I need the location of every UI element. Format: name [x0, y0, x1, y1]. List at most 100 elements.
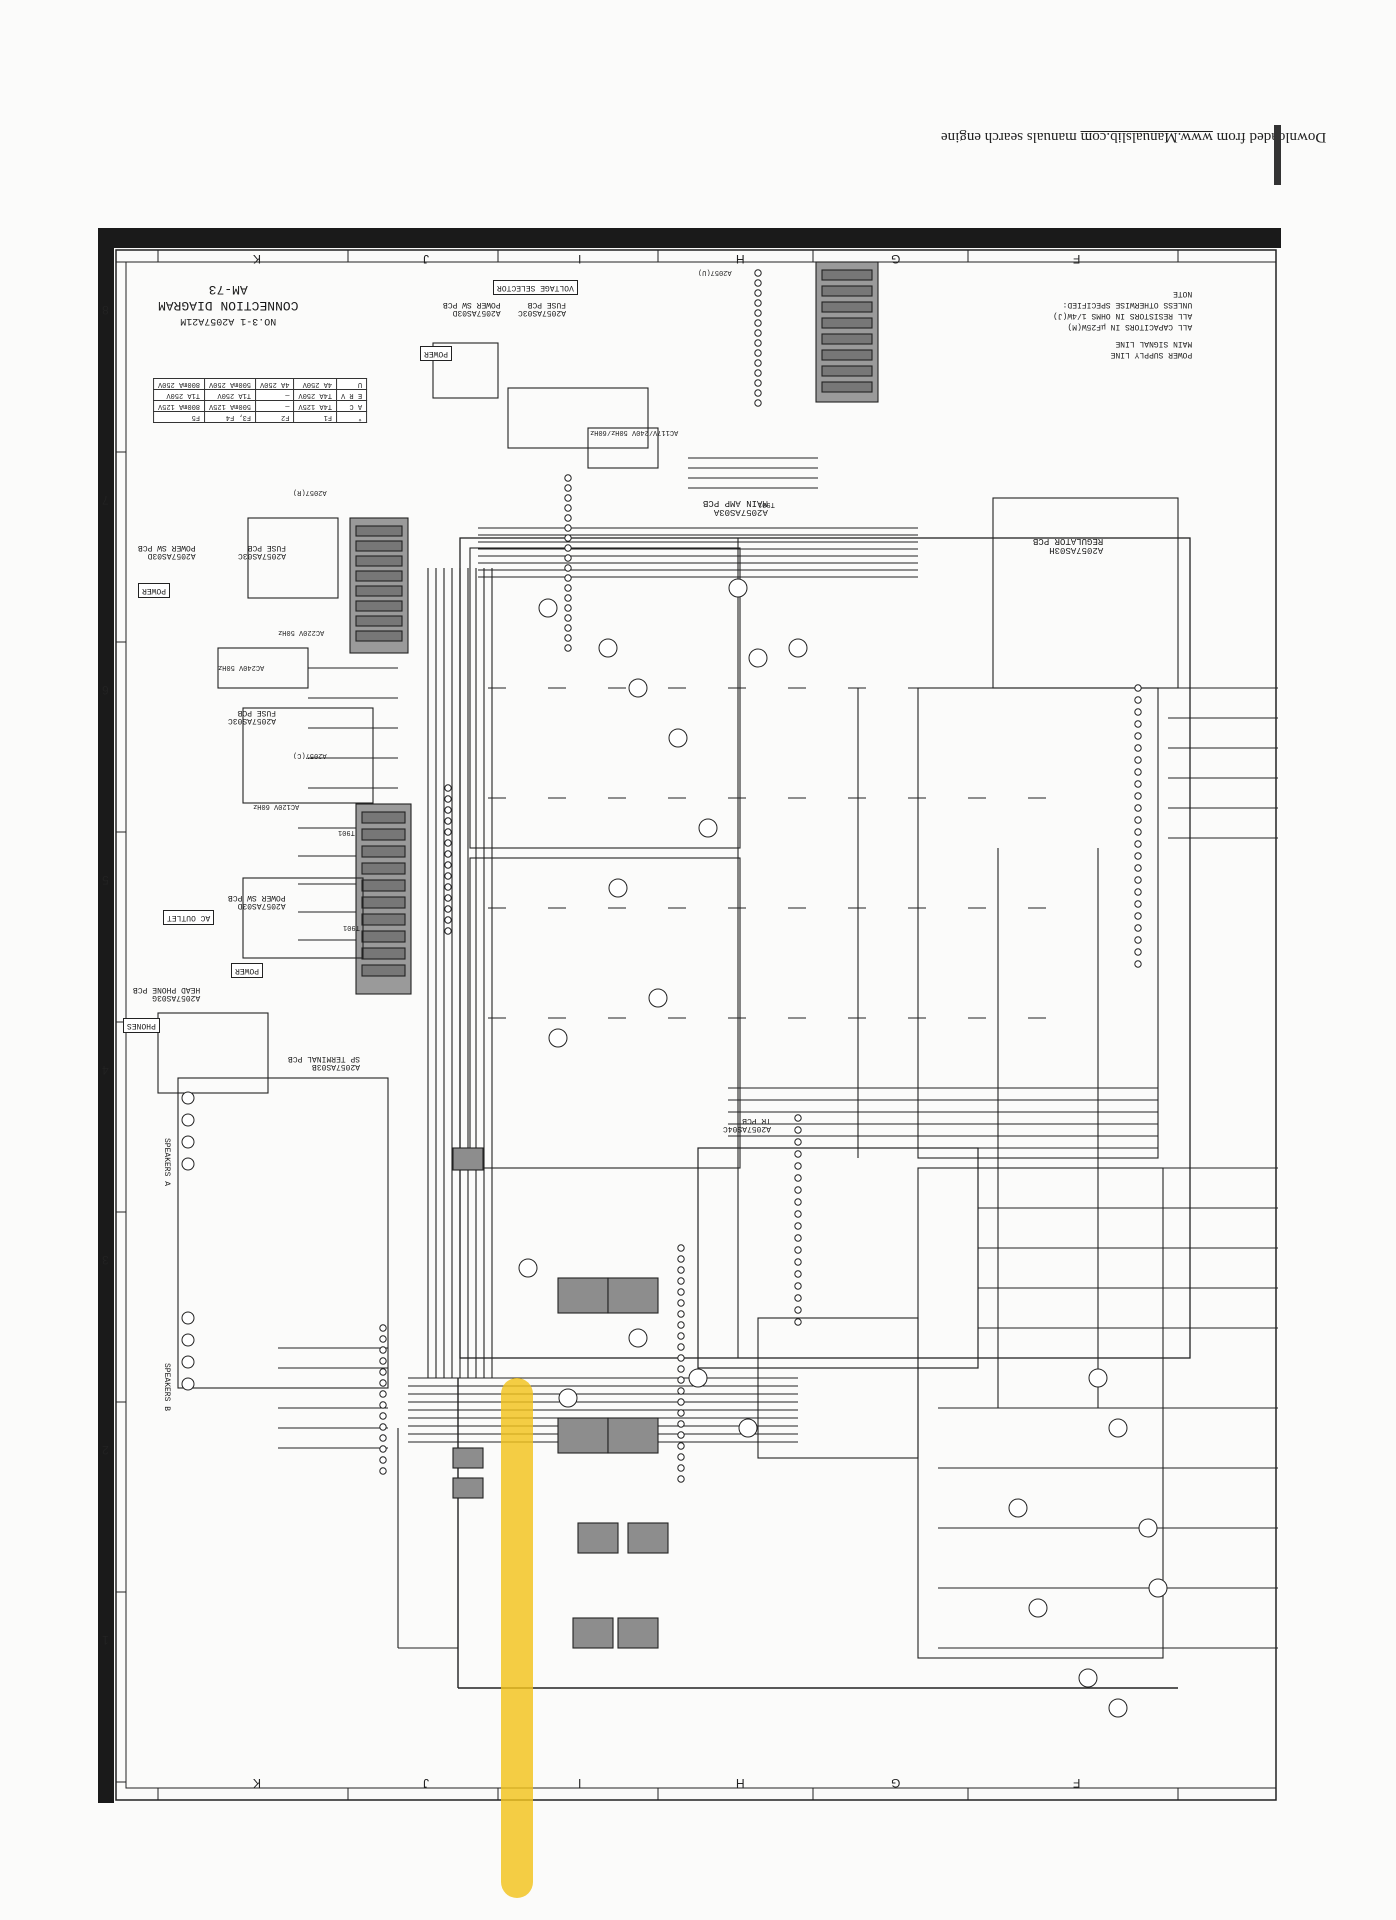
output-device: [627, 1522, 669, 1554]
transformer-winding: [355, 540, 403, 552]
connector-pin: [794, 1234, 802, 1242]
transistor: [688, 1368, 708, 1388]
transformer-winding: [821, 381, 873, 393]
connector-pin: [444, 784, 452, 792]
grid-number-7: 7: [102, 493, 109, 507]
head-phone-pcb: [157, 1012, 269, 1094]
ref-c: A2057(C): [293, 751, 327, 759]
transistor: [1108, 1698, 1128, 1718]
header-site-link[interactable]: www.Manualslib.com: [1080, 129, 1213, 145]
connector-pin: [564, 504, 572, 512]
transformer-winding: [821, 301, 873, 313]
power-switch-label-top: POWER: [420, 346, 453, 361]
connector-pin: [1134, 924, 1142, 932]
connector-pin: [794, 1174, 802, 1182]
connector-pin: [794, 1294, 802, 1302]
connector-pin: [444, 839, 452, 847]
transistor: [648, 988, 668, 1008]
transformer-winding: [821, 317, 873, 329]
transistor: [1088, 1368, 1108, 1388]
connector-pin: [564, 494, 572, 502]
transistor: [1138, 1518, 1158, 1538]
transistor: [698, 818, 718, 838]
connector-pin: [677, 1266, 685, 1274]
speaker-terminal-a: [181, 1113, 195, 1127]
connector-pin: [754, 309, 762, 317]
connector-pin: [444, 872, 452, 880]
connector-pin: [564, 544, 572, 552]
connector-pin: [677, 1409, 685, 1417]
connector-pin: [1134, 744, 1142, 752]
power-sw-pcb-mid: [217, 647, 309, 689]
connector-pin: [794, 1210, 802, 1218]
fuse-pcb-low: [242, 707, 374, 804]
connector-pin: [677, 1398, 685, 1406]
speaker-terminal-a: [181, 1157, 195, 1171]
connector-pin: [564, 524, 572, 532]
transistor: [1078, 1668, 1098, 1688]
transistor: [558, 1388, 578, 1408]
connector-pin: [444, 795, 452, 803]
fuse-table-cell: F1: [293, 411, 337, 423]
fuse-table-cell: —: [255, 400, 294, 412]
transformer-winding: [361, 913, 406, 926]
connector-pin: [1134, 720, 1142, 728]
speaker-terminal-b: [181, 1311, 195, 1325]
connector-pin: [379, 1456, 387, 1464]
connector-pin: [444, 894, 452, 902]
transformer-winding: [355, 600, 403, 612]
transformer-winding: [361, 845, 406, 858]
output-device: [557, 1277, 609, 1314]
grid-letter-i: I: [578, 252, 582, 266]
connector-pin: [794, 1198, 802, 1206]
power-switch-label-low: POWER: [231, 963, 264, 978]
connector-pin: [754, 379, 762, 387]
speaker-terminal-b: [181, 1355, 195, 1369]
connector-pin: [677, 1244, 685, 1252]
connector-pin: [1134, 888, 1142, 896]
output-stage-left: [469, 547, 741, 849]
connector-pin: [794, 1162, 802, 1170]
connector-pin: [1134, 816, 1142, 824]
transformer-winding: [361, 947, 406, 960]
speakers-b-label: SPEAKERS B: [162, 1363, 171, 1412]
connector-pin: [794, 1186, 802, 1194]
fuse-table-cell: *: [336, 411, 367, 423]
connector-pin: [1134, 792, 1142, 800]
tr-board-outline: [697, 1147, 979, 1369]
connector-pin: [677, 1431, 685, 1439]
connector-pin: [794, 1138, 802, 1146]
connector-pin: [444, 883, 452, 891]
output-stage-right: [469, 857, 741, 1169]
connector-pin: [1134, 876, 1142, 884]
connector-pin: [1134, 684, 1142, 692]
scan-edge-mark: [1274, 125, 1281, 185]
connector-pin: [754, 279, 762, 287]
connector-pin: [564, 554, 572, 562]
connector-pin: [444, 828, 452, 836]
connector-pin: [379, 1368, 387, 1376]
connector-pin: [794, 1150, 802, 1158]
ac-outlet-label: AC OUTLET: [163, 910, 215, 925]
legend-signal: MAIN SIGNAL LINE: [1115, 339, 1193, 348]
ref-r: A2057(R): [293, 488, 327, 496]
fuse-table-cell: 4A 250V: [293, 378, 337, 390]
transistor: [1028, 1598, 1048, 1618]
grid-letter-i: I: [578, 1776, 582, 1790]
power-switch-label-mid: POWER: [138, 583, 171, 598]
transistor: [728, 578, 748, 598]
grid-letter-k: K: [253, 252, 262, 266]
title-name: CONNECTION DIAGRAM: [157, 298, 299, 313]
transformer-winding: [821, 349, 873, 361]
grid-number-1: 1: [102, 1633, 109, 1647]
transformer-winding: [355, 615, 403, 627]
fuse-table-cell: T1A 250V: [204, 389, 256, 401]
output-device: [607, 1277, 659, 1314]
connector-pin: [564, 574, 572, 582]
connector-pin: [1134, 756, 1142, 764]
